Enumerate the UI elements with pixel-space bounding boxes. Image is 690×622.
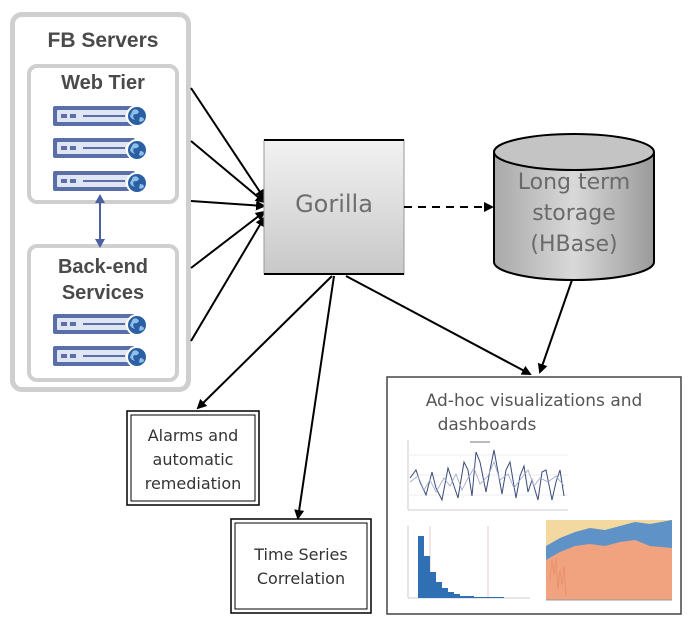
output-arrows xyxy=(196,275,573,520)
storage-label-1: Long term xyxy=(517,170,631,195)
alarms-box xyxy=(126,410,260,506)
alarms-label-2: automatic xyxy=(152,450,234,469)
fb-servers-title: FB Servers xyxy=(47,29,159,52)
correlation-label-2: Correlation xyxy=(256,569,346,588)
adhoc-title-2: dashboards xyxy=(437,415,537,435)
thumbnail-stacked-area xyxy=(546,520,672,601)
backend-services-group xyxy=(27,244,179,382)
fb-servers-container xyxy=(10,12,191,392)
storage-label-2: storage xyxy=(532,201,616,226)
web-tier-title: Web Tier xyxy=(61,72,145,94)
backend-title-line1: Back-end xyxy=(57,256,149,278)
web-server-1 xyxy=(53,105,148,127)
backend-server-2 xyxy=(53,346,148,368)
alarms-label-3: remediation xyxy=(144,474,242,493)
web-server-2 xyxy=(53,138,148,161)
hbase-cylinder xyxy=(493,133,655,281)
storage-label-3: (HBase) xyxy=(530,232,618,257)
gorilla-label: Gorilla xyxy=(295,190,373,218)
backend-server-1 xyxy=(53,314,148,336)
thumbnail-histogram xyxy=(407,526,530,599)
alarms-label-1: Alarms and xyxy=(147,426,239,445)
tier-link-arrow xyxy=(95,194,105,248)
gorilla-box xyxy=(263,139,405,275)
backend-title-line2: Services xyxy=(61,282,145,304)
adhoc-title-1: Ad-hoc visualizations and xyxy=(425,391,643,411)
correlation-label-1: Time Series xyxy=(254,545,348,564)
thumbnail-line-chart xyxy=(407,440,568,511)
web-server-3 xyxy=(53,171,148,194)
ingest-arrows xyxy=(190,87,266,342)
correlation-box xyxy=(230,518,372,614)
